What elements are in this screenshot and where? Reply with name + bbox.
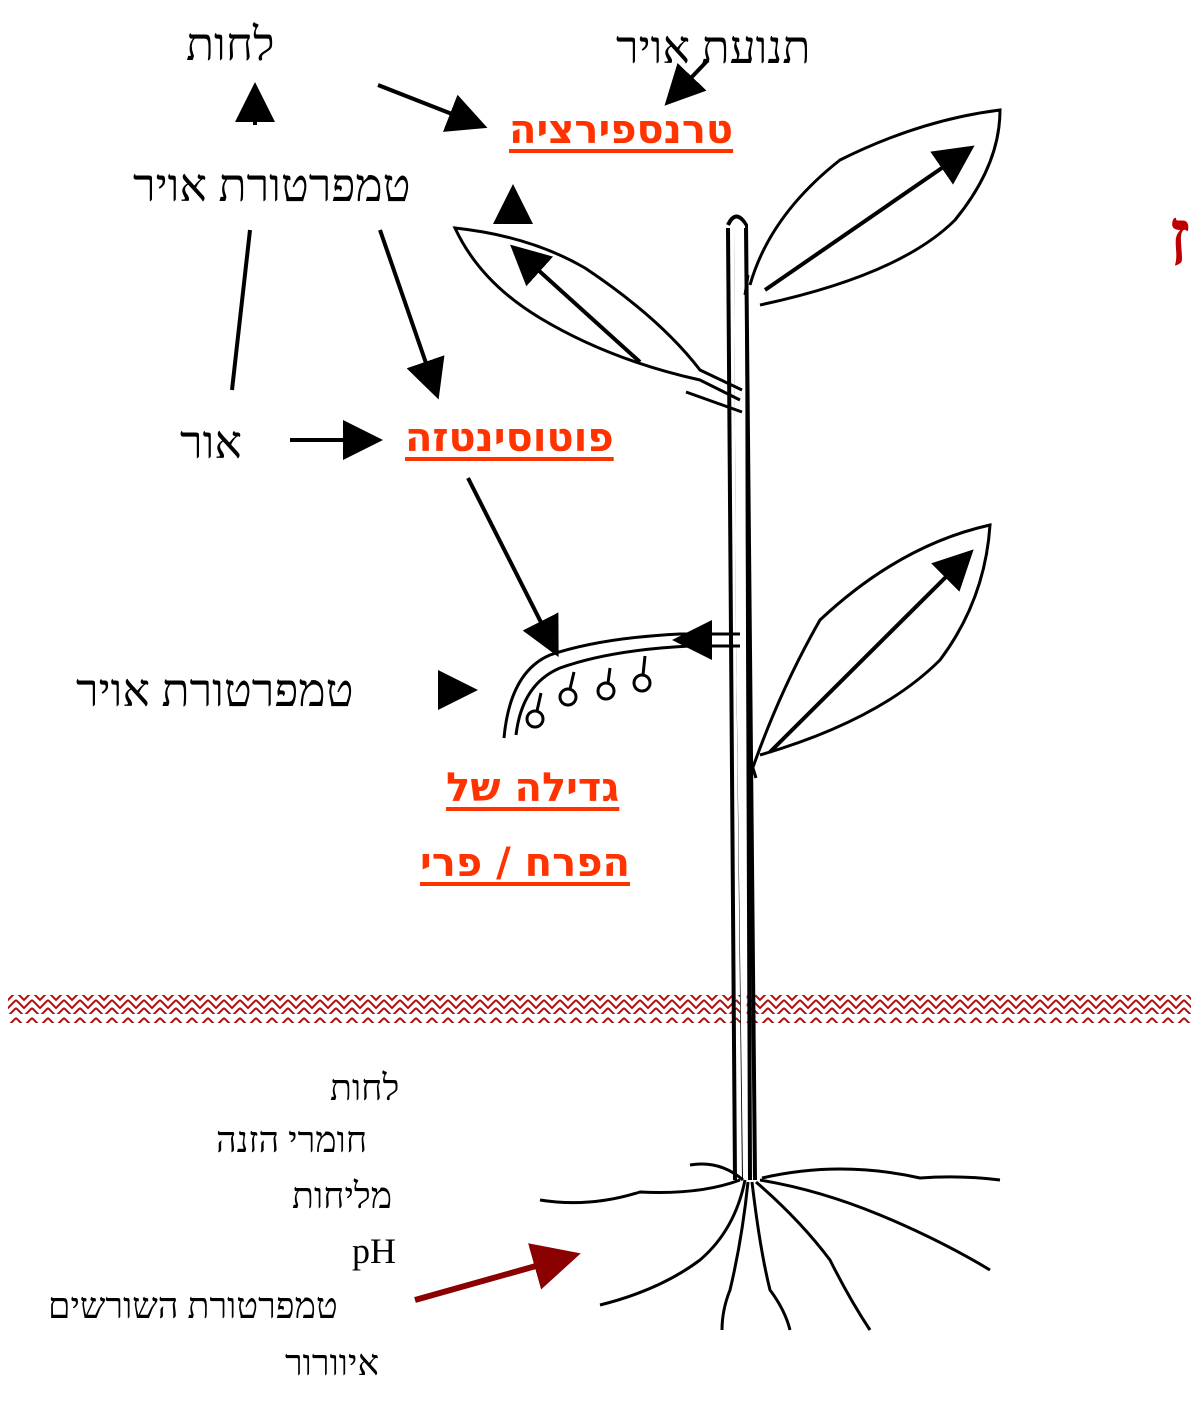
roots xyxy=(540,1164,1000,1330)
label-air-movement: תנועת אויר xyxy=(616,25,810,71)
flower-branch xyxy=(504,634,740,738)
edge-glyph: ז xyxy=(1168,190,1190,285)
soil-factors-arrow xyxy=(415,1255,575,1300)
soil-factor-root-temperature: טמפרטורת השורשים xyxy=(48,1288,338,1324)
label-photosynthesis: פוטוסינטזה xyxy=(405,418,614,458)
soil-line xyxy=(8,995,1191,1023)
leaf-top-right xyxy=(745,110,1000,305)
soil-factor-salinity: מליחות xyxy=(292,1178,392,1214)
label-transpiration: טרנספירציה xyxy=(509,110,733,150)
label-air-temperature-top: טמפרטורת אויר xyxy=(133,163,410,209)
label-light: אור xyxy=(180,420,242,466)
label-air-temperature-flower: טמפרטורת אויר xyxy=(76,668,353,714)
leaf-middle-right xyxy=(752,525,990,778)
label-growth-line1: גדילה של xyxy=(446,768,619,808)
label-humidity-top: לחות xyxy=(186,22,275,68)
leaf-top-left xyxy=(455,228,742,412)
soil-factor-nutrients: חומרי הזנה xyxy=(216,1122,367,1158)
label-growth-line2: הפרח / פרי xyxy=(420,843,630,883)
soil-factor-ph: pH xyxy=(352,1233,396,1269)
factor-arrows xyxy=(232,60,708,690)
soil-factor-aeration: איוורור xyxy=(285,1345,379,1381)
soil-factor-humidity: לחות xyxy=(330,1070,399,1106)
